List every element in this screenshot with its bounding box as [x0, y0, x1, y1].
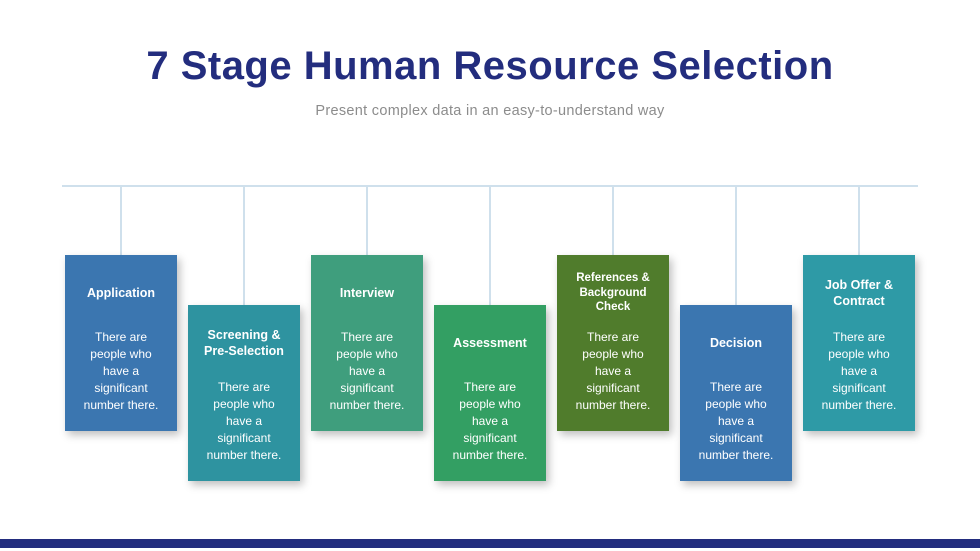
stage-body: There are people who have a significant … [452, 380, 528, 463]
stage-card-decision: Decision There are people who have a sig… [680, 305, 792, 481]
connector-line-1 [120, 186, 122, 255]
page-subtitle: Present complex data in an easy-to-under… [315, 103, 665, 119]
stage-title: References & Background Check [576, 271, 650, 314]
stage-body: There are people who have a significant … [206, 380, 282, 463]
connector-line-5 [612, 186, 614, 255]
page-title: 7 Stage Human Resource Selection [146, 44, 834, 88]
stage-body: There are people who have a significant … [83, 330, 159, 413]
stage-title: Decision [709, 335, 763, 350]
stage-title: Application [86, 285, 156, 300]
connector-line-3 [366, 186, 368, 255]
connector-line-4 [489, 186, 491, 305]
stage-title: Interview [339, 285, 395, 300]
stage-card-references-background-check: References & Background Check There are … [557, 255, 669, 431]
stage-body: There are people who have a significant … [698, 380, 774, 463]
stage-title: Assessment [453, 335, 527, 350]
footer-accent-bar [0, 539, 980, 548]
stage-body: There are people who have a significant … [329, 330, 405, 413]
stage-title: Screening & Pre-Selection [204, 327, 284, 358]
connector-line-7 [858, 186, 860, 255]
connector-line-2 [243, 186, 245, 305]
stage-card-screening-pre-selection: Screening & Pre-Selection There are peop… [188, 305, 300, 481]
stage-title: Job Offer & Contract [824, 277, 894, 308]
stage-card-job-offer-contract: Job Offer & Contract There are people wh… [803, 255, 915, 431]
stage-body: There are people who have a significant … [821, 330, 897, 413]
stage-card-interview: Interview There are people who have a si… [311, 255, 423, 431]
stage-body: There are people who have a significant … [575, 330, 651, 413]
stage-card-assessment: Assessment There are people who have a s… [434, 305, 546, 481]
stage-card-application: Application There are people who have a … [65, 255, 177, 431]
connector-line-6 [735, 186, 737, 305]
